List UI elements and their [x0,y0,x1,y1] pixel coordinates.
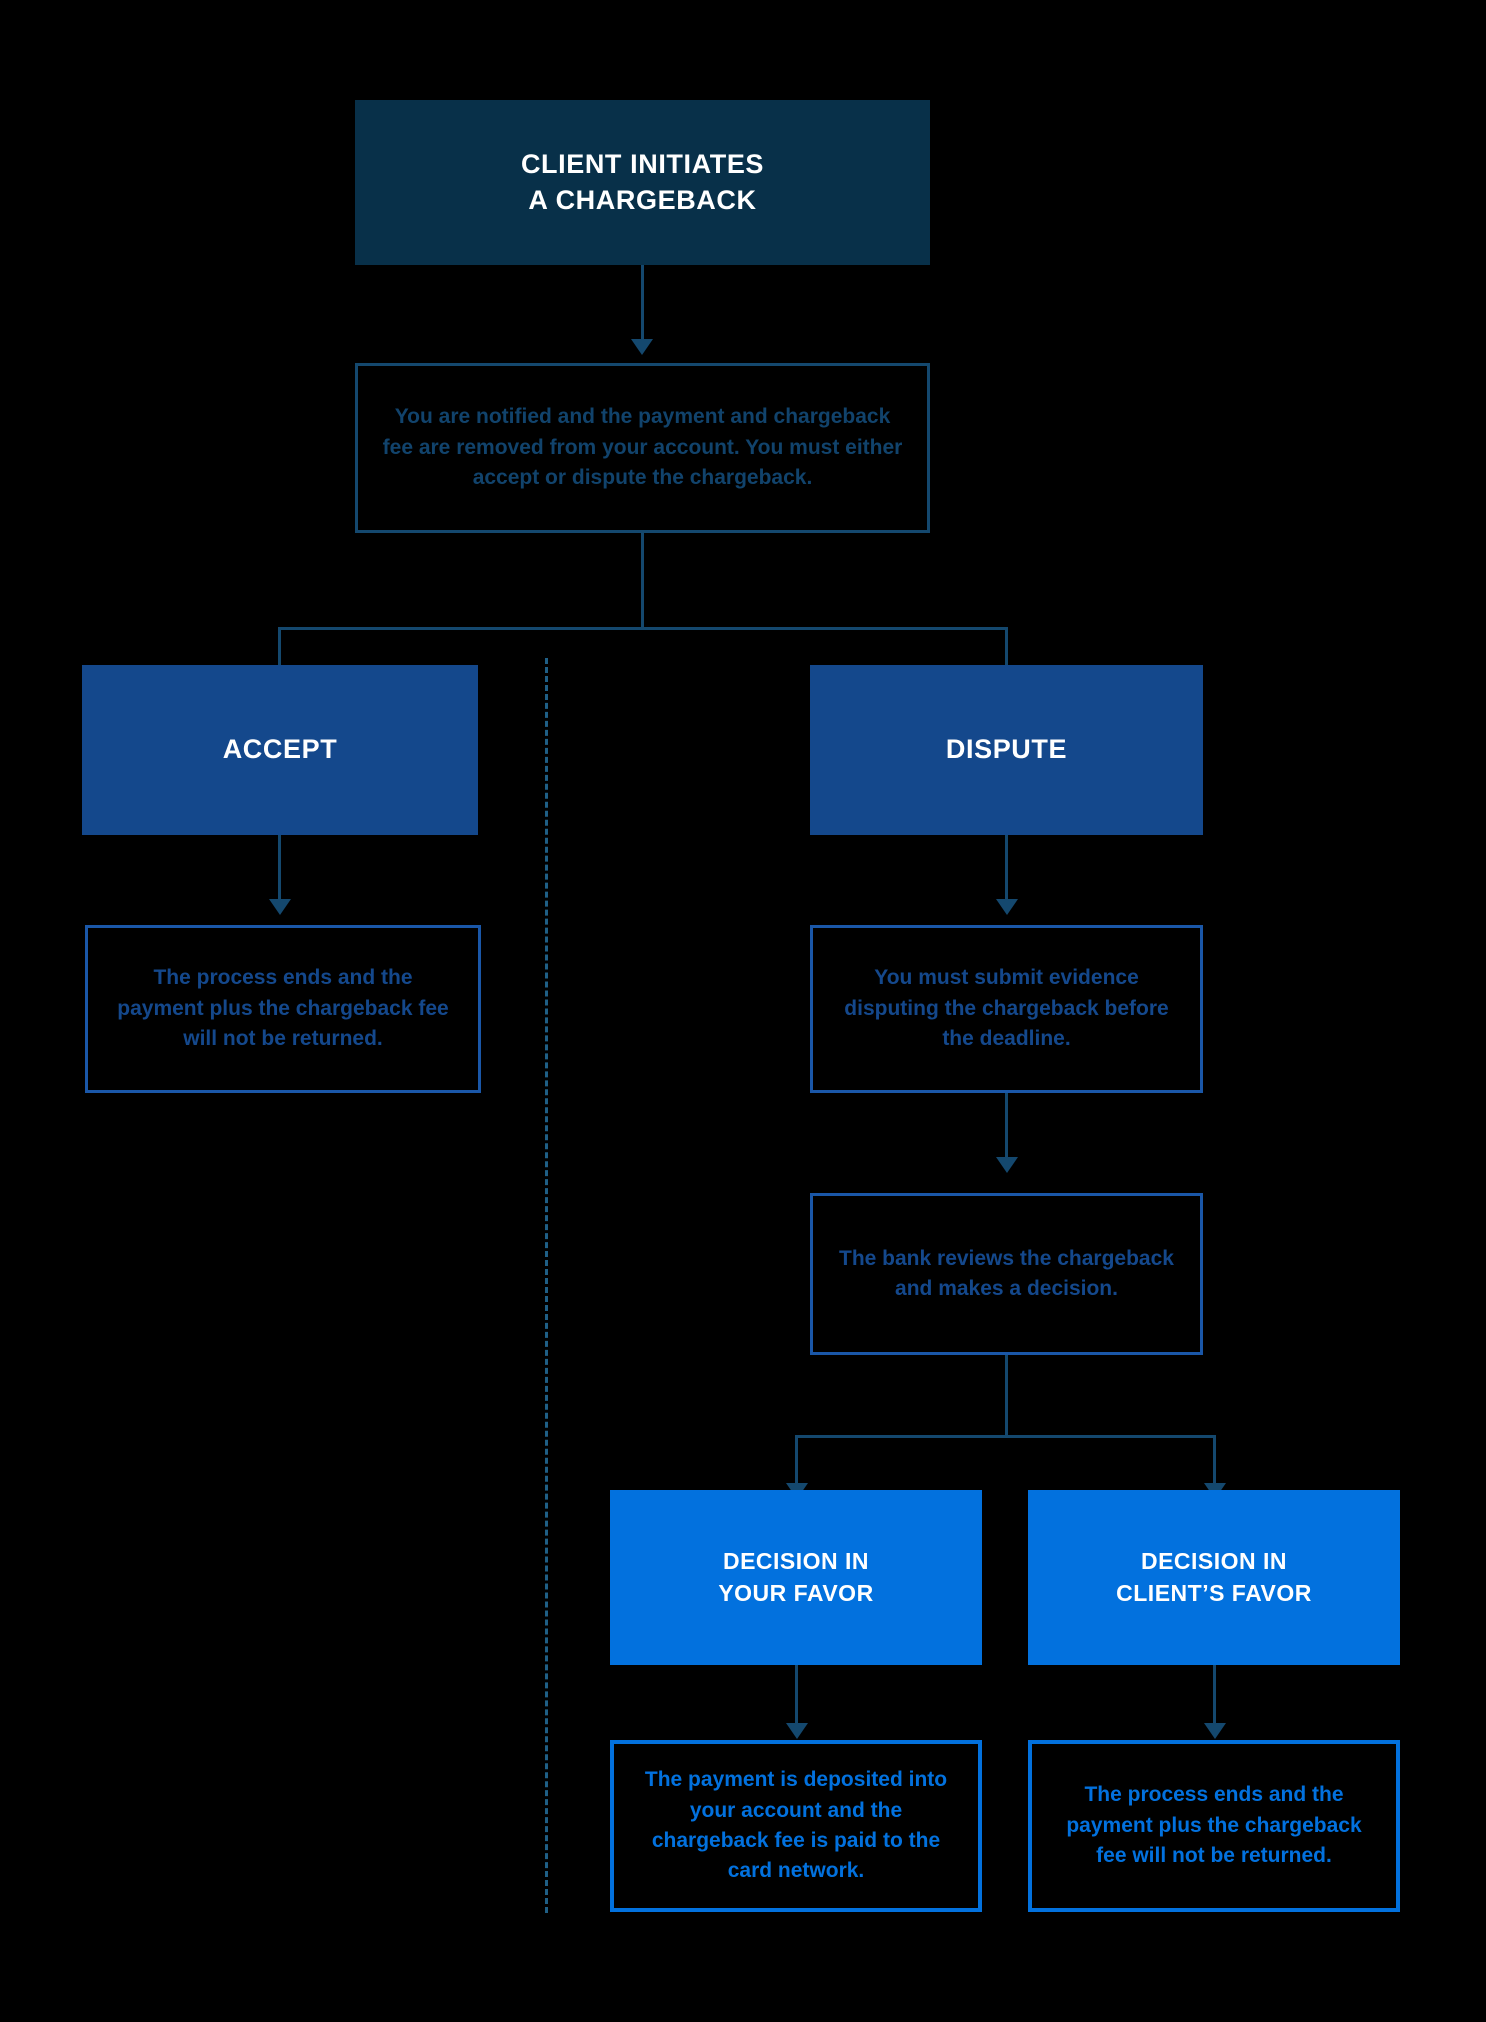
connector-accept-to-outcome [278,835,281,903]
connector-clients-favor-to-outcome [1213,1665,1216,1727]
connector-branch-left-drop [278,627,281,679]
node-label: The process ends and the payment plus th… [1066,1783,1362,1868]
node-dispute: DISPUTE [810,665,1203,835]
connector-your-favor-to-outcome [795,1665,798,1727]
node-label: ACCEPT [222,734,338,765]
arrowhead-evidence-to-bank-review-icon [996,1157,1018,1173]
connector-branch-bar-top [278,627,1008,630]
arrowhead-dispute-to-evidence-icon [996,899,1018,915]
node-your-favor-outcome: The payment is deposited into your accou… [610,1740,982,1912]
node-label: You are notified and the payment and cha… [382,405,903,490]
connector-bank-review-to-branch [1005,1355,1008,1437]
connector-decision-left-drop [795,1435,798,1487]
node-accept: ACCEPT [82,665,478,835]
node-label: DECISION IN CLIENT’S FAVOR [1116,1547,1312,1606]
connector-start-to-notified [641,265,644,343]
arrowhead-start-to-notified-icon [631,339,653,355]
node-label: You must submit evidence disputing the c… [844,966,1169,1051]
vertical-dashed-divider [545,658,548,1913]
connector-decision-bar [795,1435,1216,1438]
node-label: DECISION IN YOUR FAVOR [718,1547,874,1606]
connector-dispute-to-evidence [1005,835,1008,903]
node-decision-clients-favor: DECISION IN CLIENT’S FAVOR [1028,1490,1400,1665]
node-clients-favor-outcome: The process ends and the payment plus th… [1028,1740,1400,1912]
node-decision-your-favor: DECISION IN YOUR FAVOR [610,1490,982,1665]
connector-notified-to-branch [641,533,644,629]
node-label: CLIENT INITIATES A CHARGEBACK [520,148,765,215]
node-you-are-notified: You are notified and the payment and cha… [355,363,930,533]
node-client-initiates-chargeback: CLIENT INITIATES A CHARGEBACK [355,100,930,265]
node-label: DISPUTE [945,734,1068,765]
node-submit-evidence: You must submit evidence disputing the c… [810,925,1203,1093]
node-bank-review: The bank reviews the chargeback and make… [810,1193,1203,1355]
node-label: The payment is deposited into your accou… [644,1768,948,1883]
node-label: The bank reviews the chargeback and make… [839,1246,1174,1300]
arrowhead-clients-favor-to-outcome-icon [1204,1723,1226,1739]
connector-branch-right-drop [1005,627,1008,679]
arrowhead-accept-to-outcome-icon [269,899,291,915]
node-label: The process ends and the payment plus th… [117,966,449,1051]
arrowhead-your-favor-to-outcome-icon [786,1723,808,1739]
node-accept-outcome: The process ends and the payment plus th… [85,925,481,1093]
connector-decision-right-drop [1213,1435,1216,1487]
connector-evidence-to-bank-review [1005,1093,1008,1161]
